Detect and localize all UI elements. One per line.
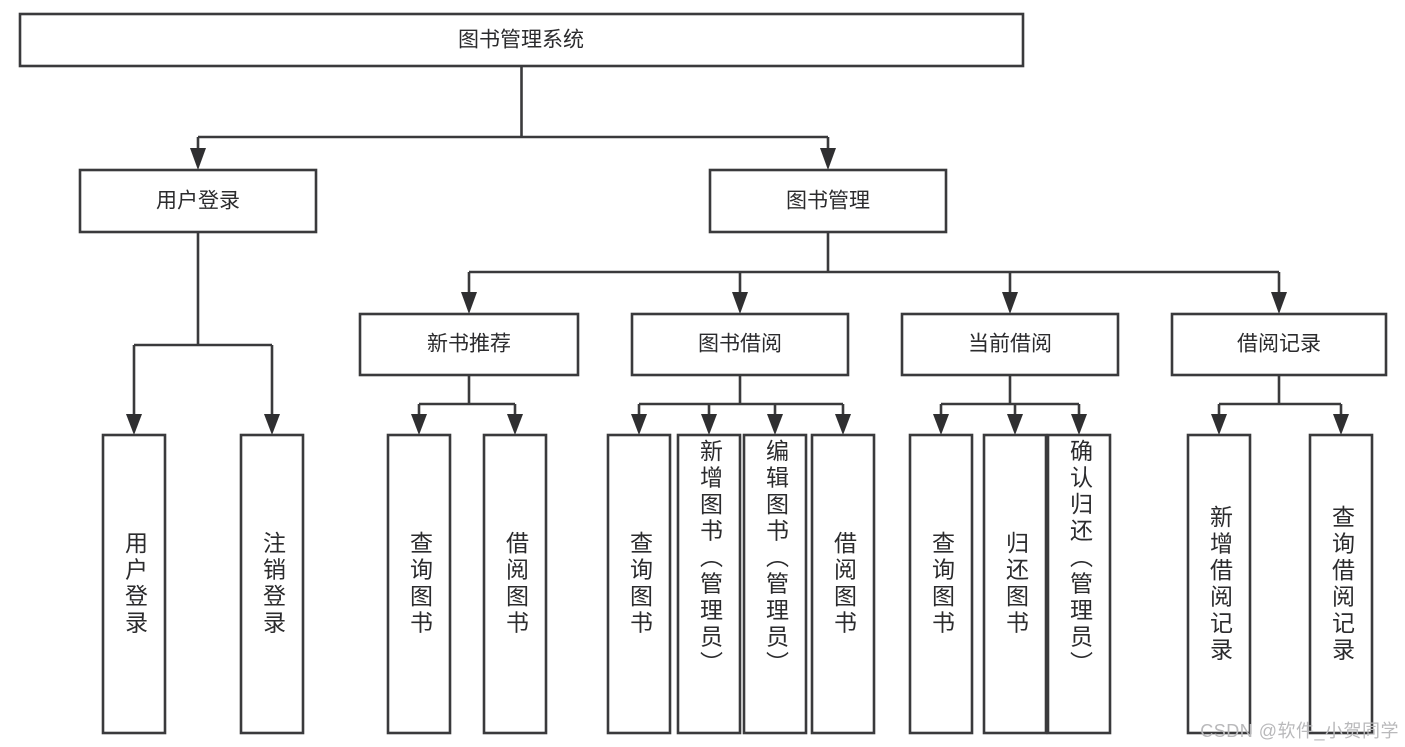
leaf-box-user-login[interactable] [101,433,167,735]
arrowhead-leaf-query-book-1 [411,414,427,435]
node-root-label: 图书管理系统 [458,29,584,52]
leaf-box-borrow-book-1[interactable] [482,433,548,735]
arrowhead-leaf-edit-book [767,414,783,435]
connector-group-new-book-rec [411,375,523,435]
node-user-login-label: 用户登录 [156,190,240,213]
leaf-box-add-record[interactable] [1186,433,1252,735]
arrowhead-leaf-query-book-2 [631,414,647,435]
arrowhead-user-login [190,148,206,170]
node-root[interactable]: 图书管理系统 [18,12,1025,68]
node-book-borrow[interactable]: 图书借阅 [630,312,850,377]
node-current-borrow-box[interactable] [900,312,1120,377]
leaf-box-add-book[interactable] [676,433,742,735]
csdn-watermark: CSDN @软件_小贺同学 [1200,721,1399,741]
node-current-borrow[interactable]: 当前借阅 [900,312,1120,377]
leaf-box-query-record[interactable] [1308,433,1374,735]
connector-group-user-login [126,232,280,435]
arrowhead-bookborrow [732,292,748,314]
node-borrow-record-label: 借阅记录 [1237,333,1321,356]
arrowhead-leaf-confirm-return [1071,414,1087,435]
arrowhead-book-manage [820,148,836,170]
node-book-manage-label: 图书管理 [786,190,870,213]
arrowhead-leaf-return-book [1007,414,1023,435]
leaf-box-confirm-return[interactable] [1046,433,1112,735]
node-book-manage[interactable]: 图书管理 [708,168,948,234]
arrowhead-currentborrow [1002,292,1018,314]
leaf-box-edit-book[interactable] [742,433,808,735]
node-book-manage-box[interactable] [708,168,948,234]
leaf-box-query-book-2[interactable] [606,433,672,735]
arrowhead-borrowrecord [1271,292,1287,314]
arrowhead-newbook [461,292,477,314]
leaf-box-query-book-3[interactable] [908,433,974,735]
node-book-borrow-box[interactable] [630,312,850,377]
node-user-login[interactable]: 用户登录 [78,168,318,234]
arrowhead-leaf-query-record [1333,414,1349,435]
node-new-book-rec[interactable]: 新书推荐 [358,312,580,377]
connector-group-book-borrow [631,375,851,435]
node-book-borrow-label: 图书借阅 [698,333,782,356]
leaf-box-query-book-1[interactable] [386,433,452,735]
leaf-boxes [101,433,1374,735]
arrowhead-leaf-borrow-book-2 [835,414,851,435]
arrowhead-leaf-add-book [701,414,717,435]
arrowhead-leaf-borrow-book-1 [507,414,523,435]
leaf-box-return-book[interactable] [982,433,1048,735]
node-user-login-box[interactable] [78,168,318,234]
arrowhead-leaf-add-record [1211,414,1227,435]
leaf-box-user-logout[interactable] [239,433,305,735]
arrowhead-leaf-user-logout [264,414,280,435]
arrowhead-leaf-user-login [126,414,142,435]
node-new-book-rec-label: 新书推荐 [427,333,511,356]
node-borrow-record[interactable]: 借阅记录 [1170,312,1388,377]
leaf-box-borrow-book-2[interactable] [810,433,876,735]
node-root-box[interactable] [18,12,1025,68]
connector-group-root [190,66,836,170]
connector-group-current-borrow [933,375,1087,435]
node-borrow-record-box[interactable] [1170,312,1388,377]
arrowhead-leaf-query-book-3 [933,414,949,435]
node-new-book-rec-box[interactable] [358,312,580,377]
node-current-borrow-label: 当前借阅 [968,333,1052,356]
connector-group-borrow-record [1211,375,1349,435]
connector-group-book-manage [461,232,1287,314]
